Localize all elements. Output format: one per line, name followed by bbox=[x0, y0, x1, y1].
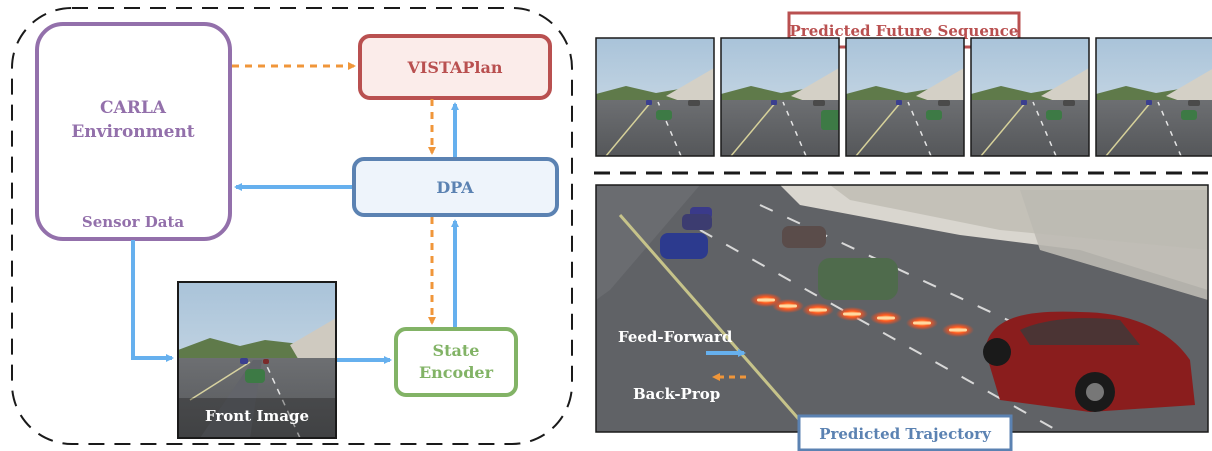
trajectory-waypoint-core-3 bbox=[809, 308, 827, 312]
future-frame-4 bbox=[970, 37, 1090, 157]
carla-title-line1: CARLA bbox=[100, 98, 167, 118]
sensor-data-label: Sensor Data bbox=[82, 213, 185, 231]
dpa-box bbox=[352, 157, 559, 217]
trajectory-waypoint-core-2 bbox=[779, 304, 797, 308]
trajectory-scene bbox=[596, 185, 1208, 432]
trajectory-waypoint-core-4 bbox=[843, 312, 861, 316]
trajectory-waypoint-core-1 bbox=[757, 298, 775, 302]
trajectory-waypoint-core-7 bbox=[949, 328, 967, 332]
dpa-label: DPA bbox=[436, 178, 474, 197]
arrow-sensor-to-front-image bbox=[131, 240, 174, 362]
trajectory-waypoint-core-5 bbox=[877, 316, 895, 320]
carla-environment-box bbox=[35, 22, 232, 241]
future-frame-2 bbox=[720, 37, 840, 157]
front-image-label: Front Image bbox=[205, 407, 309, 425]
future-sequence-title: Predicted Future Sequence bbox=[790, 22, 1019, 40]
trajectory-points bbox=[750, 293, 974, 337]
trajectory-waypoint-core-6 bbox=[913, 321, 931, 325]
legend-back-prop-label: Back-Prop bbox=[633, 385, 720, 403]
system-boundary bbox=[11, 7, 573, 445]
carla-title-line2: Environment bbox=[71, 122, 194, 142]
trajectory-title-box bbox=[797, 414, 1013, 451]
vistaplan-label: VISTAPlan bbox=[406, 58, 502, 77]
future-frame-5 bbox=[1095, 37, 1212, 157]
front-image-frame bbox=[177, 281, 337, 439]
state-encoder-line1: State bbox=[433, 341, 480, 360]
state-encoder-box bbox=[394, 327, 518, 397]
future-frame-1 bbox=[595, 37, 715, 157]
future-frames bbox=[595, 37, 1212, 157]
future-frame-3 bbox=[845, 37, 965, 157]
state-encoder-line2: Encoder bbox=[419, 363, 494, 382]
front-image-thumbnail bbox=[178, 282, 336, 438]
trajectory-title: Predicted Trajectory bbox=[819, 425, 992, 443]
legend-feed-forward-label: Feed-Forward bbox=[618, 328, 733, 346]
vistaplan-box bbox=[358, 34, 552, 100]
